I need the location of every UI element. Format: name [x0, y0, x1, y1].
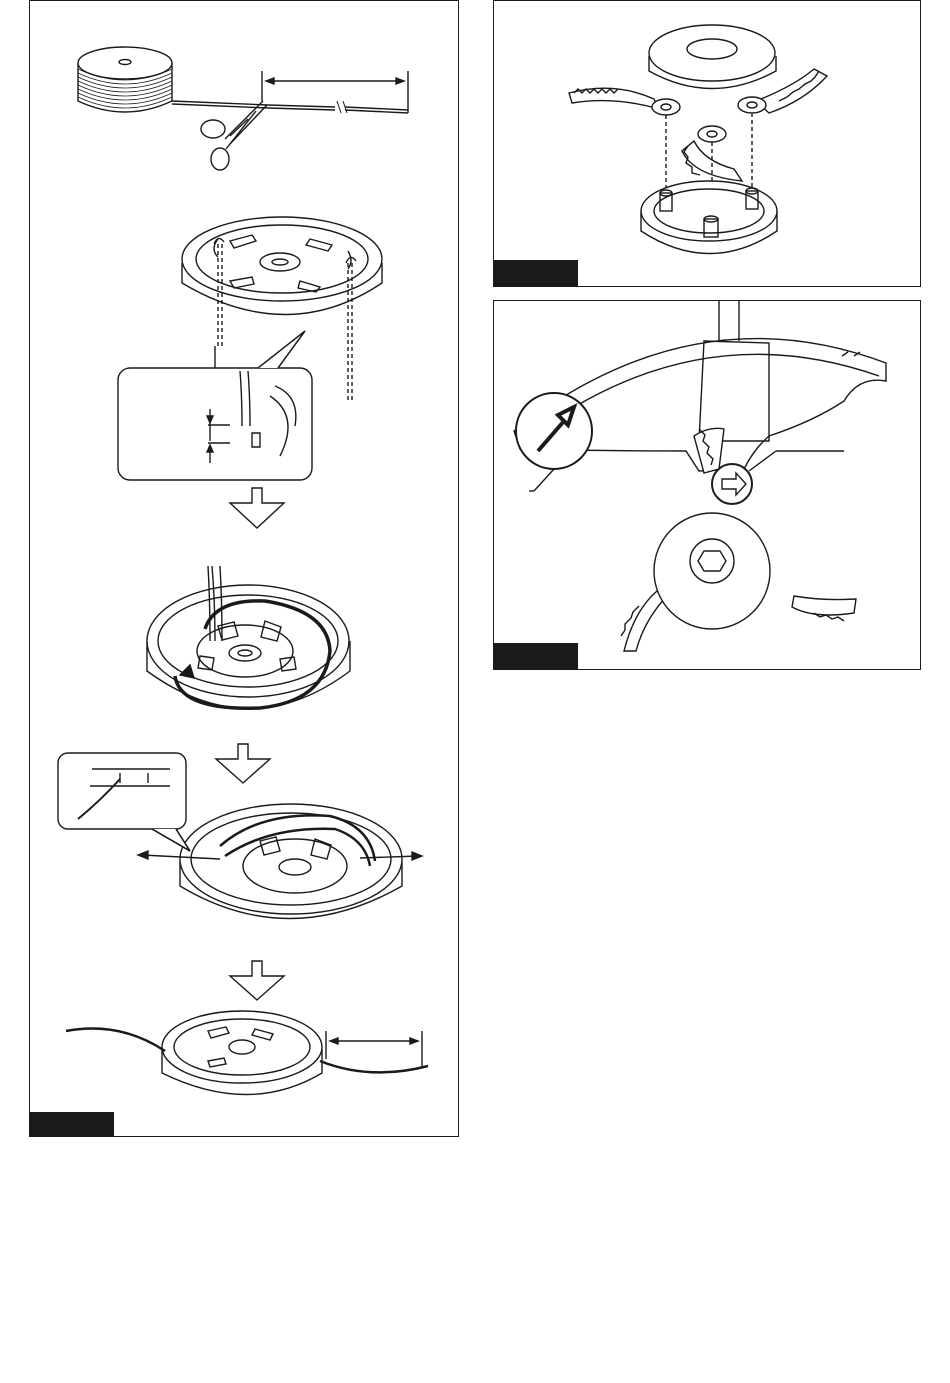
blade-head-disc [654, 513, 770, 629]
figure-line-replacement [29, 0, 459, 1137]
rotation-direction-illustration [494, 301, 922, 671]
blade-left-bottom [621, 591, 666, 651]
scissors-icon [201, 101, 267, 170]
blade-left [569, 88, 680, 115]
line-spool [78, 47, 408, 113]
figure-label-tab [494, 643, 578, 669]
line-replacement-illustration [30, 1, 460, 1138]
trimmer-head-finished [66, 1011, 428, 1095]
blade-right-bottom [792, 596, 856, 621]
cover-disc [649, 25, 776, 89]
line-clip-callout [58, 753, 190, 851]
trimmer-head-winding [147, 566, 350, 709]
figure-label-tab [494, 260, 578, 286]
blade-base [641, 181, 777, 254]
figure-label-tab [30, 1112, 114, 1136]
step-arrow-2 [216, 744, 270, 783]
direction-arrow-guard [516, 393, 592, 491]
figure-blade-assembly [493, 0, 921, 287]
step-arrow-3 [230, 961, 284, 1000]
step-arrow-1 [230, 488, 284, 528]
blade-assembly-illustration [494, 1, 922, 288]
figure-rotation-direction [493, 300, 921, 670]
